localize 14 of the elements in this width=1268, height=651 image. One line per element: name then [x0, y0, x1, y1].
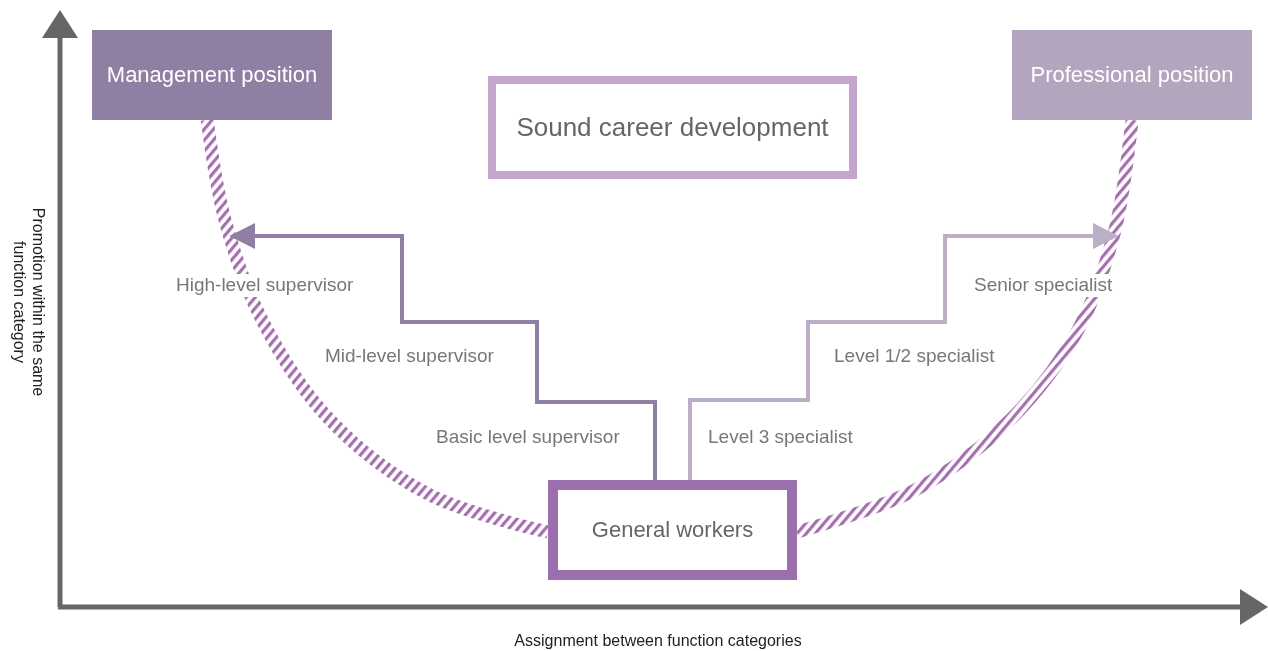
- stepped-arrow: [229, 223, 657, 480]
- process-box: [548, 480, 797, 580]
- level-label: High-level supervisor: [174, 274, 356, 297]
- position-box: [1012, 30, 1252, 120]
- node-label: Professional position: [1030, 62, 1234, 88]
- node-label: Management position: [106, 62, 318, 88]
- node-label: Sound career development: [516, 112, 829, 143]
- stepped-arrow: [688, 223, 1119, 480]
- node-label: General workers: [591, 517, 754, 543]
- axis-label: Assignment between function categories: [514, 631, 802, 651]
- level-label: Senior specialist: [972, 274, 1115, 297]
- title-box: [488, 76, 857, 179]
- hatched-curve: [200, 119, 550, 539]
- position-box: [92, 30, 332, 120]
